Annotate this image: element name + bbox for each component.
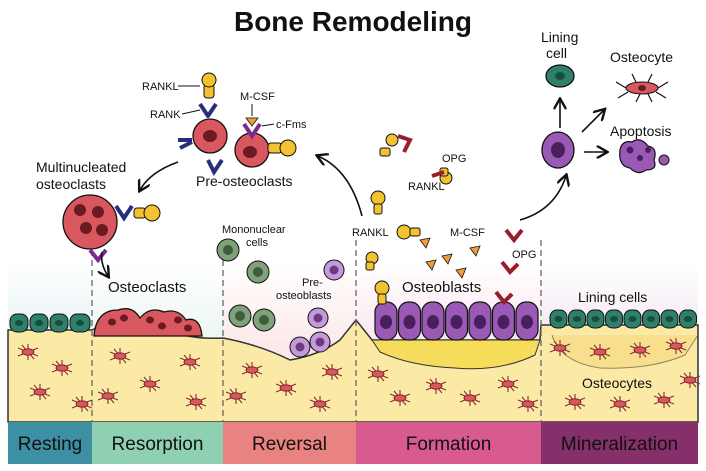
- rankl-opg-label: RANKL: [408, 181, 445, 193]
- osteoid-layer: [371, 339, 541, 370]
- pre-osteoblast-cells: [289, 259, 345, 358]
- rankl-top-label: RANKL: [142, 81, 179, 93]
- apoptosis-icon: [619, 139, 670, 174]
- phase-label-reversal: Reversal: [252, 434, 327, 455]
- pre-osteoclasts-label: Pre-osteoclasts: [196, 173, 292, 189]
- pre-osteoclast-cluster: [178, 72, 297, 176]
- mononuclear-cells: [216, 238, 276, 332]
- phase-label-formation: Formation: [406, 434, 492, 455]
- phase-label-resting: Resting: [18, 434, 82, 455]
- arrow-to-osteocyte: [581, 110, 604, 133]
- lining-cells-label: Lining cells: [578, 289, 647, 305]
- multinucleated-label-line1: Multinucleated: [36, 159, 126, 175]
- process-arrows: [102, 100, 606, 276]
- osteoblasts-row: [374, 301, 539, 341]
- lining-cells-resting: [9, 313, 91, 333]
- osteoclasts-label: Osteoclasts: [108, 279, 186, 296]
- opg-top-label: OPG: [442, 153, 466, 165]
- phase-band-resorption: [92, 422, 223, 464]
- rank-label: RANK: [150, 109, 181, 121]
- pre-osteoblasts-label-line2: osteoblasts: [276, 290, 332, 302]
- multinucleated-osteoclast: [62, 194, 161, 264]
- phase-label-bar: Resting Resorption Reversal Formation Minera…: [8, 422, 698, 464]
- mcsf-mid-label: M-CSF: [450, 227, 485, 239]
- apoptosis-label: Apoptosis: [610, 123, 671, 139]
- phase-band-reversal: [223, 422, 356, 464]
- phase-band-mineralization: [541, 422, 698, 464]
- arrow-formation-to-lining: [519, 176, 566, 221]
- osteocytes-label: Osteocytes: [582, 375, 652, 391]
- phase-band-formation: [356, 422, 541, 464]
- osteoblasts-label: Osteoblasts: [402, 279, 481, 296]
- arrow-pre-to-multinucleated: [140, 161, 179, 190]
- osteoclasts-on-bone: [93, 307, 203, 337]
- phase-band-resting: [8, 422, 92, 464]
- diagram-title: Bone Remodeling: [234, 6, 472, 37]
- osteocyte-label: Osteocyte: [610, 49, 673, 65]
- opg-mid-label: OPG: [512, 249, 536, 261]
- mononuclear-label-line2: cells: [246, 237, 269, 249]
- lining-cells-mineralization: [549, 309, 697, 329]
- pre-osteoblasts-label-line1: Pre-: [302, 277, 323, 289]
- arrow-multinucleated-to-osteoclasts: [102, 251, 108, 276]
- phase-label-resorption: Resorption: [112, 434, 204, 455]
- rankl-mid-label: RANKL: [352, 227, 389, 239]
- mcsf-top-label: M-CSF: [240, 91, 275, 103]
- multinucleated-label-line2: osteoclasts: [36, 176, 106, 192]
- osteocytes-in-bone: [17, 338, 701, 412]
- phase-dividers: [91, 240, 542, 422]
- phase-label-mineralization: Mineralization: [561, 434, 678, 455]
- osteoblast-fate: [541, 64, 670, 174]
- formation-signals: [365, 133, 524, 305]
- mononuclear-label-line1: Mononuclear: [222, 224, 286, 236]
- lining-cell-label-line1: Lining: [541, 29, 578, 45]
- arrow-formation-to-pre-osteoclasts: [318, 156, 363, 217]
- osteocyte-icon: [615, 73, 669, 103]
- cfms-label: c-Fms: [276, 119, 307, 131]
- lining-cell-label-line2: cell: [546, 45, 567, 61]
